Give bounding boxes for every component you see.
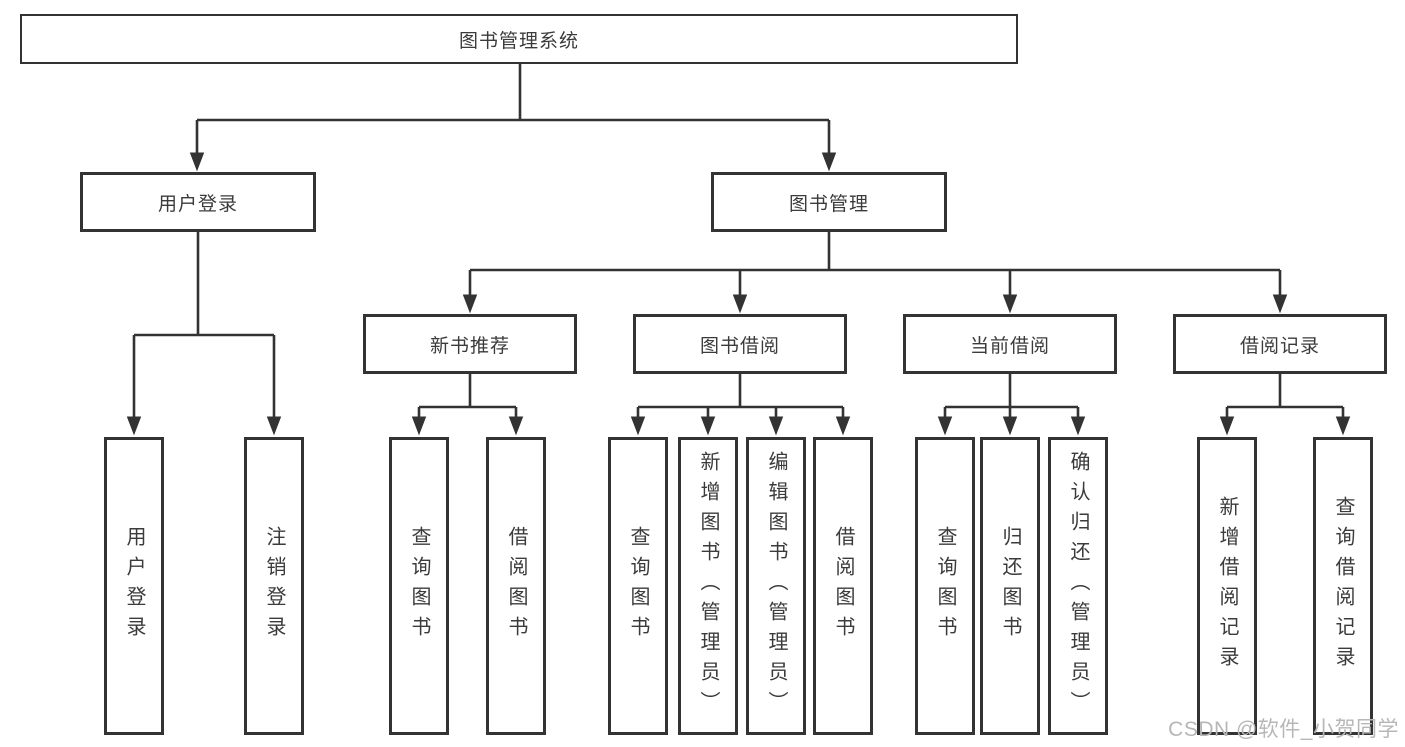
leaf-confirm-return-admin: 确认归还（管理员） bbox=[1048, 437, 1108, 735]
leaf-edit-books-admin-label: 编辑图书（管理员） bbox=[765, 451, 787, 721]
leaf-return-books-label: 归还图书 bbox=[999, 526, 1021, 646]
connector-book-borrow-to-leaves bbox=[630, 374, 851, 436]
connector-current-borrow-to-leaves bbox=[937, 374, 1086, 436]
csdn-watermark: CSDN @软件_小贺同学 bbox=[1168, 718, 1399, 741]
node-book-borrow: 图书借阅 bbox=[633, 314, 847, 374]
leaf-add-borrow-record-label: 新增借阅记录 bbox=[1216, 496, 1238, 676]
leaf-add-borrow-record: 新增借阅记录 bbox=[1197, 437, 1257, 735]
node-book-borrow-label: 图书借阅 bbox=[699, 335, 780, 357]
leaf-query-books-borrow: 查询图书 bbox=[608, 437, 668, 735]
connector-user-login-to-leaves bbox=[126, 232, 282, 436]
node-user-login: 用户登录 bbox=[80, 172, 316, 232]
leaf-borrow-books-recommend-label: 借阅图书 bbox=[505, 526, 527, 646]
node-library-system: 图书管理系统 bbox=[20, 14, 1018, 64]
leaf-logout: 注销登录 bbox=[244, 437, 304, 735]
leaf-user-login-label: 用户登录 bbox=[123, 526, 145, 646]
node-new-book-recommend: 新书推荐 bbox=[363, 314, 577, 374]
node-book-management: 图书管理 bbox=[711, 172, 947, 232]
node-user-login-label: 用户登录 bbox=[157, 193, 238, 215]
leaf-query-books-recommend: 查询图书 bbox=[389, 437, 449, 735]
leaf-query-books-borrow-label: 查询图书 bbox=[627, 526, 649, 646]
leaf-return-books: 归还图书 bbox=[980, 437, 1040, 735]
leaf-query-borrow-record-label: 查询借阅记录 bbox=[1332, 496, 1354, 676]
node-current-borrow: 当前借阅 bbox=[903, 314, 1117, 374]
leaf-confirm-return-admin-label: 确认归还（管理员） bbox=[1067, 451, 1089, 721]
connector-root-to-level2 bbox=[189, 64, 837, 172]
connector-new-book-recommend-to-leaves bbox=[411, 374, 524, 436]
node-book-management-label: 图书管理 bbox=[788, 193, 869, 215]
node-borrow-records-label: 借阅记录 bbox=[1239, 335, 1320, 357]
leaf-borrow-books-recommend: 借阅图书 bbox=[486, 437, 546, 735]
leaf-query-books-recommend-label: 查询图书 bbox=[408, 526, 430, 646]
connector-borrow-records-to-leaves bbox=[1219, 374, 1351, 436]
leaf-query-books-current-label: 查询图书 bbox=[934, 526, 956, 646]
node-borrow-records: 借阅记录 bbox=[1173, 314, 1387, 374]
leaf-borrow-books-borrow-label: 借阅图书 bbox=[832, 526, 854, 646]
leaf-borrow-books-borrow: 借阅图书 bbox=[813, 437, 873, 735]
leaf-add-books-admin: 新增图书（管理员） bbox=[678, 437, 738, 735]
node-new-book-recommend-label: 新书推荐 bbox=[429, 335, 510, 357]
leaf-logout-label: 注销登录 bbox=[263, 526, 285, 646]
leaf-add-books-admin-label: 新增图书（管理员） bbox=[697, 451, 719, 721]
node-current-borrow-label: 当前借阅 bbox=[969, 335, 1050, 357]
leaf-query-borrow-record: 查询借阅记录 bbox=[1313, 437, 1373, 735]
leaf-query-books-current: 查询图书 bbox=[915, 437, 975, 735]
node-library-system-label: 图书管理系统 bbox=[458, 30, 579, 52]
connector-book-management-to-level3 bbox=[462, 232, 1288, 314]
leaf-edit-books-admin: 编辑图书（管理员） bbox=[746, 437, 806, 735]
leaf-user-login: 用户登录 bbox=[104, 437, 164, 735]
